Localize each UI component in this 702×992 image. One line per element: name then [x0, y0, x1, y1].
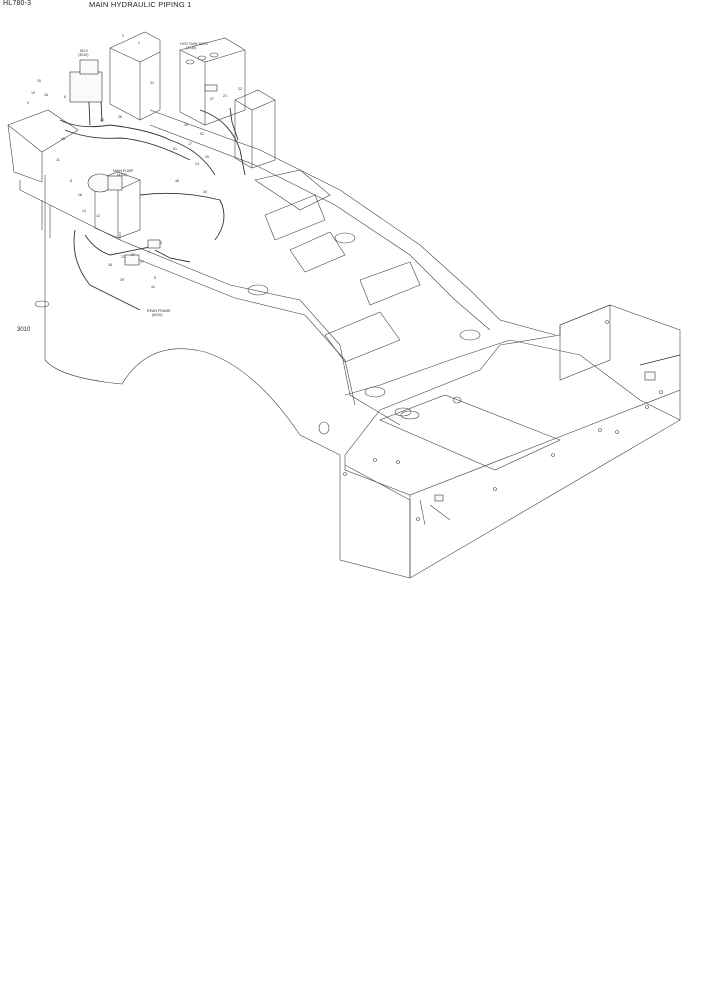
callout: 37	[210, 97, 214, 101]
callout: 47	[140, 260, 144, 264]
hydraulic-hoses	[59, 77, 681, 366]
callout: 44	[151, 285, 155, 289]
frame-rail-top	[149, 109, 556, 336]
callout: 23	[121, 255, 125, 259]
callout: 28	[118, 115, 122, 119]
callout: 20	[37, 79, 41, 83]
left-tank-body	[44, 175, 411, 579]
callout: 6	[64, 95, 66, 99]
hyd-tank-label-line1: HYD TANK ASSY	[180, 42, 209, 46]
callout: 31	[150, 81, 154, 85]
callout: 4	[148, 250, 150, 254]
component-labels: MCV (3010) HYD TANK ASSY (3130) MAIN PUM…	[78, 42, 209, 317]
callout: 26	[184, 123, 188, 127]
mcv-label-line1: MCV	[80, 49, 89, 53]
hyd-tank-label-line2: (3130)	[186, 46, 196, 50]
callout: 45	[61, 137, 65, 141]
rear-frame-label-line2: (6020)	[152, 313, 162, 317]
callout: 9	[27, 101, 29, 105]
model-number: HL780-3	[3, 0, 32, 7]
callout: 8	[70, 179, 72, 183]
callout: 5	[154, 276, 156, 280]
callout: 51	[173, 147, 177, 151]
callout: 3	[160, 241, 162, 245]
mcv-label-line2: (3010)	[78, 53, 88, 57]
callout: 17	[188, 142, 192, 146]
callout: 11	[56, 158, 60, 162]
mcv-valve-block	[69, 71, 103, 103]
callout: 22	[238, 87, 242, 91]
callout: 30	[203, 190, 207, 194]
left-tank-top	[7, 109, 79, 183]
callout: 1	[138, 41, 140, 45]
hyd-tank-block	[179, 37, 246, 126]
components	[69, 59, 656, 502]
callout: 35	[205, 155, 209, 159]
part-callouts: 2 20 19 31 18 28 40 26 37 21 51 17 52 35…	[27, 34, 242, 289]
callout: 21	[223, 94, 227, 98]
frame-rail-bottom	[344, 339, 681, 421]
callout: 12	[96, 214, 100, 218]
right-upper-column	[234, 89, 276, 169]
page-number: 3010	[17, 327, 31, 333]
callout: 2	[122, 34, 124, 38]
mcv-tower	[109, 31, 161, 121]
callout: 27	[131, 253, 135, 257]
callout: 52	[200, 132, 204, 136]
callout: 36	[108, 263, 112, 267]
callout: 13	[82, 209, 86, 213]
callout: 48	[175, 179, 179, 183]
main-pump-label-line2: (4110)	[117, 173, 127, 177]
callout: 19	[31, 91, 35, 95]
main-pump-label-line1: MAIN PUMP	[113, 169, 134, 173]
callout: 16	[78, 193, 82, 197]
page-title: MAIN HYDRAULIC PIPING 1	[89, 0, 192, 9]
callout: 18	[44, 93, 48, 97]
rear-frame-drawing	[7, 31, 681, 579]
callout: 40	[100, 118, 104, 122]
rear-frame-label-line1: REAR FRAME	[147, 309, 171, 313]
callout: 39	[120, 278, 124, 282]
callout: 24	[195, 162, 199, 166]
